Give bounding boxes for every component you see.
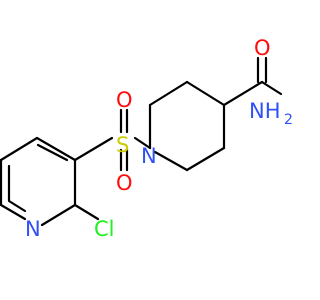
bond-c3-s (73, 136, 114, 162)
sulfonyl-oxygen-top-label: O (116, 88, 133, 112)
bond-pip-upper-top (148, 80, 189, 107)
pyridine-nitrogen-label: N (25, 217, 41, 241)
amide-nitrogen-label: NH (249, 99, 281, 123)
bond-c2-cl (73, 203, 100, 221)
bond-c6-n1 (0, 203, 27, 221)
bond-s-n-pip (133, 136, 152, 150)
bond-c3-c4-double (36, 143, 69, 162)
bond-pip-top-c4 (185, 80, 226, 107)
sulfur-label: S (116, 133, 129, 157)
amide-nitrogen-subscript: 2 (284, 112, 293, 128)
bond-n1-c2 (40, 203, 77, 227)
bond-amide-c-n (260, 80, 283, 96)
structure-diagram: N Cl S O O N O NH 2 (0, 36, 293, 241)
bond-pip-lower-bottom (185, 146, 226, 172)
amide-oxygen-label: O (254, 36, 271, 60)
chlorine-label: Cl (94, 217, 115, 241)
sulfonyl-oxygen-bottom-label: O (116, 171, 133, 195)
molecule-canvas: N Cl S O O N O NH 2 (0, 36, 293, 241)
bond-c3-c4 (35, 136, 77, 162)
piperidine-nitrogen-label: N (141, 144, 157, 168)
bond-c4-amide-c (222, 80, 264, 107)
bond-c6-n1-double (7, 199, 27, 213)
bond-c4-c5 (0, 136, 39, 162)
bond-pip-bottom-n (153, 150, 189, 172)
